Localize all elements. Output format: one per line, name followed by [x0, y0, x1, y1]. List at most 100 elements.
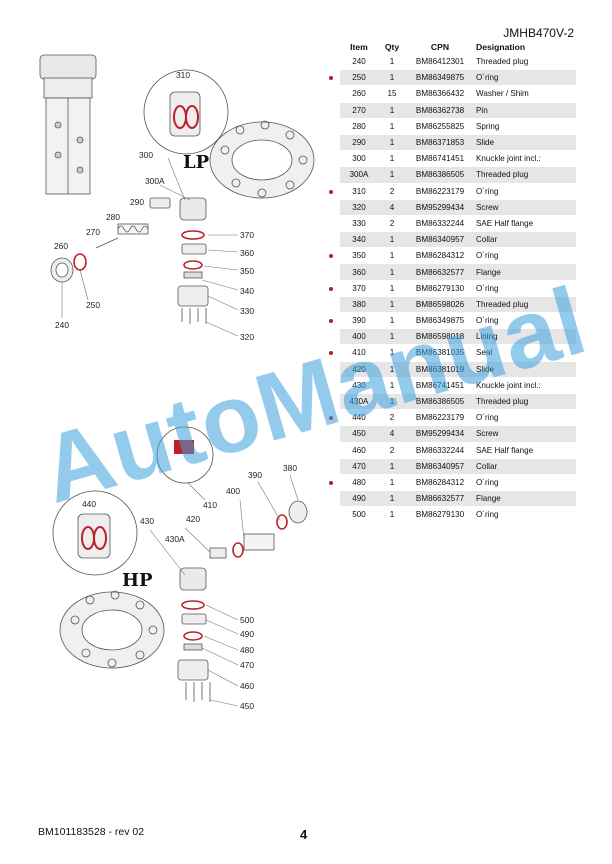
cell-item: 490	[340, 490, 378, 508]
wear-part-dot-icon	[329, 319, 333, 324]
lp-label: LP	[183, 152, 210, 173]
hp-label: HP	[122, 570, 153, 591]
callout-480: 480	[240, 645, 254, 655]
callout-300: 300	[139, 150, 153, 160]
row-marker	[322, 183, 340, 200]
cell-item: 500	[340, 506, 378, 524]
cell-item: 370	[340, 280, 378, 297]
callout-280: 280	[106, 212, 120, 222]
cell-cpn: BM86332244	[406, 442, 474, 459]
cell-item: 290	[340, 134, 378, 152]
cell-cpn: BM86371853	[406, 134, 474, 152]
callout-470: 470	[240, 660, 254, 670]
row-marker	[322, 312, 340, 330]
cell-cpn: BM86598018	[406, 328, 474, 346]
callout-240: 240	[55, 320, 69, 330]
cell-qty: 1	[378, 458, 406, 475]
cell-qty: 1	[378, 166, 406, 184]
callout-430a: 430A	[165, 534, 185, 544]
callout-430: 430	[140, 516, 154, 526]
cell-cpn: BM86412301	[406, 54, 474, 71]
cell-designation: O´ring	[474, 409, 576, 427]
cell-cpn: BM86332244	[406, 215, 474, 233]
row-marker	[322, 361, 340, 378]
cell-cpn: BM86279130	[406, 506, 474, 524]
cell-designation: Collar	[474, 458, 576, 475]
seal-410-marker	[174, 440, 194, 454]
callout-390: 390	[248, 470, 262, 480]
callout-410: 410	[203, 500, 217, 510]
callout-490: 490	[240, 629, 254, 639]
cell-qty: 1	[378, 393, 406, 411]
page-number: 4	[300, 827, 308, 842]
callout-380: 380	[283, 463, 297, 473]
cell-qty: 1	[378, 134, 406, 152]
cell-cpn: BM95299434	[406, 199, 474, 216]
cell-qty: 1	[378, 247, 406, 265]
callout-290: 290	[130, 197, 144, 207]
cell-cpn: BM86340957	[406, 231, 474, 249]
wear-part-dot-icon	[329, 416, 333, 421]
hp-housing-illustration	[59, 590, 165, 669]
cell-cpn: BM86366432	[406, 85, 474, 103]
cell-item: 450	[340, 425, 378, 443]
callout-420: 420	[186, 514, 200, 524]
row-marker	[322, 506, 340, 524]
cell-designation: Spring	[474, 118, 576, 135]
callout-460: 460	[240, 681, 254, 691]
callout-500: 500	[240, 615, 254, 625]
cell-item: 260	[340, 85, 378, 103]
cell-designation: Slide	[474, 361, 576, 378]
cell-item: 360	[340, 263, 378, 281]
cell-designation: O´ring	[474, 247, 576, 265]
hp-exploded-parts	[177, 500, 308, 702]
cell-designation: Flange	[474, 490, 576, 508]
cell-qty: 1	[378, 54, 406, 71]
row-marker	[322, 490, 340, 508]
cell-item: 280	[340, 118, 378, 135]
cell-designation: Screw	[474, 199, 576, 216]
cell-qty: 1	[378, 280, 406, 297]
cell-qty: 1	[378, 377, 406, 394]
cell-item: 330	[340, 215, 378, 233]
cell-cpn: BM86340957	[406, 458, 474, 475]
row-marker	[322, 215, 340, 233]
cell-qty: 1	[378, 69, 406, 87]
cell-cpn: BM86741451	[406, 150, 474, 168]
row-marker	[322, 150, 340, 168]
hp-leader-lines	[149, 474, 299, 707]
cell-designation: SAE Half flange	[474, 215, 576, 233]
callout-320: 320	[240, 332, 254, 342]
lp-exploded-parts	[50, 197, 209, 324]
header-designation: Designation	[476, 42, 526, 52]
cell-designation: Screw	[474, 425, 576, 443]
cell-cpn: BM86741451	[406, 377, 474, 394]
row-marker	[322, 344, 340, 362]
row-marker	[322, 425, 340, 443]
cell-designation: Knuckle joint incl.:	[474, 377, 576, 394]
cell-designation: Knuckle joint incl.:	[474, 150, 576, 168]
cell-designation: Threaded plug	[474, 54, 576, 71]
cell-cpn: BM86381019	[406, 361, 474, 378]
cell-cpn: BM86362738	[406, 102, 474, 119]
cell-designation: O´ring	[474, 69, 576, 87]
cell-designation: Slide	[474, 134, 576, 152]
cell-item: 350	[340, 247, 378, 265]
cell-qty: 1	[378, 361, 406, 378]
wear-part-dot-icon	[329, 286, 333, 291]
